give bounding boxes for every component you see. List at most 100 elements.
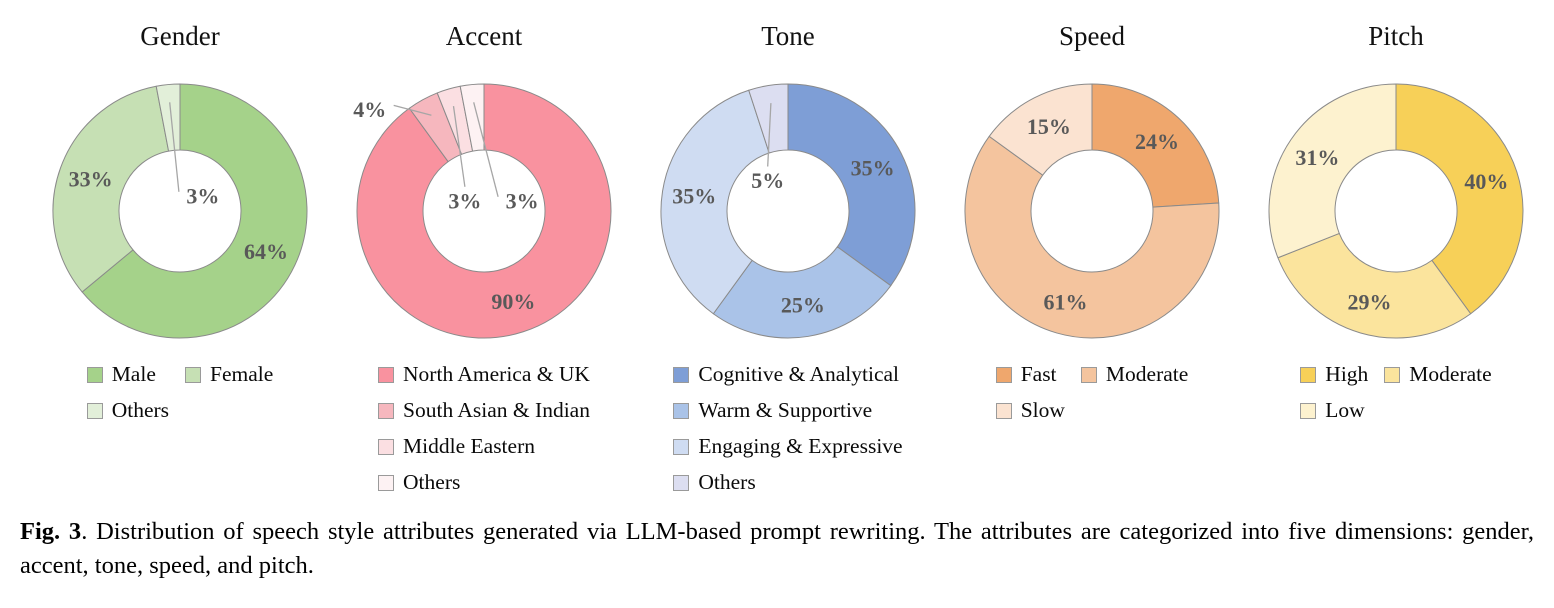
slice-percent-label: 64% [244, 239, 288, 264]
donut-slice-tone-others [748, 83, 789, 154]
donut-slice-pitch-moderate [1277, 232, 1472, 339]
legend-item-fast: Fast [995, 360, 1057, 389]
legend-item-south-asian-indian: South Asian & Indian [378, 396, 590, 425]
donut-slice-accent-north-america-uk [356, 83, 612, 339]
legend-item-female: Female [185, 360, 273, 389]
legend-item-moderate: Moderate [1080, 360, 1189, 389]
donut-slice-gender-female [52, 85, 170, 293]
legend-label: Fast [1020, 362, 1057, 386]
legend-item-others: Others [86, 396, 169, 425]
slice-percent-label: 40% [1464, 169, 1508, 194]
legend-label: Cognitive & Analytical [698, 362, 900, 386]
slice-percent-label: 29% [1348, 290, 1392, 315]
slice-percent-label: 35% [851, 155, 895, 180]
legend-item-moderate: Moderate [1384, 360, 1492, 389]
chart-title-pitch: Pitch [1368, 21, 1424, 51]
slice-percent-label: 90% [491, 289, 535, 314]
label-leader-line [169, 102, 180, 192]
donut-chart-pitch: 40% 29% 31% [1268, 83, 1524, 339]
legend-label: Moderate [1409, 362, 1492, 386]
legend-item-others: Others [378, 468, 460, 497]
legend-label: Female [210, 362, 274, 386]
donut-chart-speed: 24%61%15% [964, 83, 1220, 339]
slice-percent-label: 61% [1044, 290, 1088, 315]
slice-percent-label: 5% [751, 168, 784, 193]
chart-title-speed: Speed [1059, 21, 1125, 51]
legend-swatch-icon [673, 366, 690, 383]
label-leader-line [767, 103, 772, 167]
chart-title-accent: Accent [445, 21, 523, 51]
legend-item-low: Low [1300, 396, 1365, 425]
legend-label: Low [1325, 398, 1365, 422]
donut-slice-pitch-high [1395, 83, 1524, 315]
donut-slice-speed-moderate [964, 135, 1220, 339]
legend-item-slow: Slow [995, 396, 1065, 425]
legend-item-high: High [1300, 360, 1368, 389]
legend-swatch-icon [1384, 366, 1401, 383]
legend-swatch-icon [1300, 402, 1317, 419]
legend-swatch-icon [1300, 366, 1317, 383]
donut-slice-speed-fast [1091, 83, 1220, 208]
legend-swatch-icon [1080, 366, 1097, 383]
legend-swatch-icon [995, 366, 1012, 383]
donut-slice-gender-male [81, 83, 308, 339]
chart-title-gender: Gender [140, 21, 220, 51]
legend-swatch-icon [378, 366, 395, 383]
label-leader-line [473, 102, 499, 197]
legend-swatch-icon [995, 402, 1012, 419]
legend-swatch-icon [673, 474, 690, 491]
slice-percent-label: 35% [672, 184, 716, 209]
caption-text: . Distribution of speech style attribute… [20, 518, 1534, 579]
legend-swatch-icon [86, 366, 103, 383]
legend-swatch-icon [378, 402, 395, 419]
legend-label: Warm & Supportive [698, 398, 873, 422]
donut-chart-gender: 64%33%3% [52, 83, 308, 339]
legend-label: Slow [1020, 398, 1065, 422]
legend-label: Others [698, 470, 756, 494]
donut-slice-speed-slow [988, 83, 1093, 176]
legend-swatch-icon [86, 402, 103, 419]
legend-label: Engaging & Expressive [698, 434, 903, 458]
figure-caption: Fig. 3. Distribution of speech style att… [0, 515, 1554, 583]
legend-item-male: Male [86, 360, 156, 389]
legend-label: South Asian & Indian [403, 398, 590, 422]
label-leader-line [393, 104, 432, 116]
slice-percent-label: 31% [1295, 145, 1339, 170]
chart-title-tone: Tone [761, 21, 815, 51]
legend-swatch-icon [673, 438, 690, 455]
legend-label: North America & UK [403, 362, 590, 386]
legend-swatch-icon [378, 474, 395, 491]
legend-label: Others [403, 470, 461, 494]
legend-item-north-america-uk: North America & UK [378, 360, 590, 389]
legend-label: Moderate [1105, 362, 1189, 386]
slice-percent-label: 4% [353, 97, 386, 122]
legend-label: High [1325, 362, 1369, 386]
donut-slice-tone-engaging-expressive [660, 89, 770, 315]
legend-item-cognitive-analytical: Cognitive & Analytical [673, 360, 899, 389]
slice-percent-label: 15% [1027, 114, 1071, 139]
donut-chart-tone: 35%25%35%5% [660, 83, 916, 339]
legend-item-others: Others [673, 468, 756, 497]
donut-slice-tone-warm-supportive [712, 246, 892, 339]
legend-label: Middle Eastern [403, 434, 535, 458]
legend-item-middle-eastern: Middle Eastern [378, 432, 535, 461]
legend-swatch-icon [185, 366, 202, 383]
legend-label: Male [111, 362, 156, 386]
legend-item-warm-supportive: Warm & Supportive [673, 396, 872, 425]
legend-swatch-icon [378, 438, 395, 455]
label-leader-line [452, 106, 466, 187]
